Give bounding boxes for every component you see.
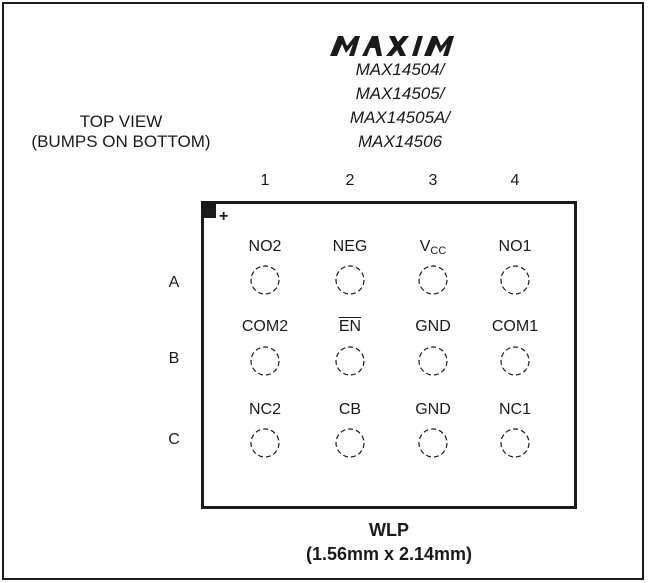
pin-label-a3: VCC: [419, 238, 447, 257]
row-label-b: B: [168, 350, 180, 367]
pin-label-c1: NC2: [248, 401, 281, 418]
bump-c4: [500, 428, 530, 458]
bump-c3: [418, 428, 448, 458]
bump-b3: [418, 346, 448, 376]
bump-b4: [500, 346, 530, 376]
column-label-4: 4: [510, 172, 520, 189]
bump-a2: [335, 265, 365, 295]
part-number-1: MAX14504/: [355, 60, 445, 79]
row-label-a: A: [168, 274, 180, 291]
pin-label-a2: NEG: [332, 238, 368, 255]
bump-b2: [335, 346, 365, 376]
part-number-4: MAX14506: [357, 132, 443, 151]
pin-label-b4: COM1: [491, 318, 539, 335]
package-name: WLP: [369, 520, 409, 540]
view-label: TOP VIEW: [79, 112, 163, 131]
pin1-marker: +: [219, 208, 229, 225]
bump-c2: [335, 428, 365, 458]
bump-c1: [250, 428, 280, 458]
part-number-2: MAX14505/: [355, 84, 445, 103]
pin-label-b2: EN: [338, 318, 362, 335]
column-label-3: 3: [428, 172, 438, 189]
column-label-1: 1: [260, 172, 270, 189]
row-label-c: C: [168, 431, 180, 448]
pin-label-b3: GND: [415, 318, 451, 335]
bump-a3: [418, 265, 448, 295]
package-outline: [201, 201, 577, 509]
view-sublabel: (BUMPS ON BOTTOM): [31, 132, 211, 151]
pin-label-a4: NO1: [498, 238, 532, 255]
bump-a4: [500, 265, 530, 295]
pin-label-c4: NC1: [498, 401, 531, 418]
bump-b1: [250, 346, 280, 376]
pin1-indicator: [202, 204, 216, 218]
part-number-3: MAX14505A/: [349, 108, 451, 127]
bump-a1: [250, 265, 280, 295]
package-dimensions: (1.56mm x 2.14mm): [305, 544, 473, 564]
pin-label-b1: COM2: [241, 318, 289, 335]
column-label-2: 2: [345, 172, 355, 189]
maxim-logo: [330, 36, 454, 56]
pin-label-c3: GND: [415, 401, 451, 418]
pin-label-c2: CB: [338, 401, 362, 418]
pin-label-a1: NO2: [248, 238, 282, 255]
